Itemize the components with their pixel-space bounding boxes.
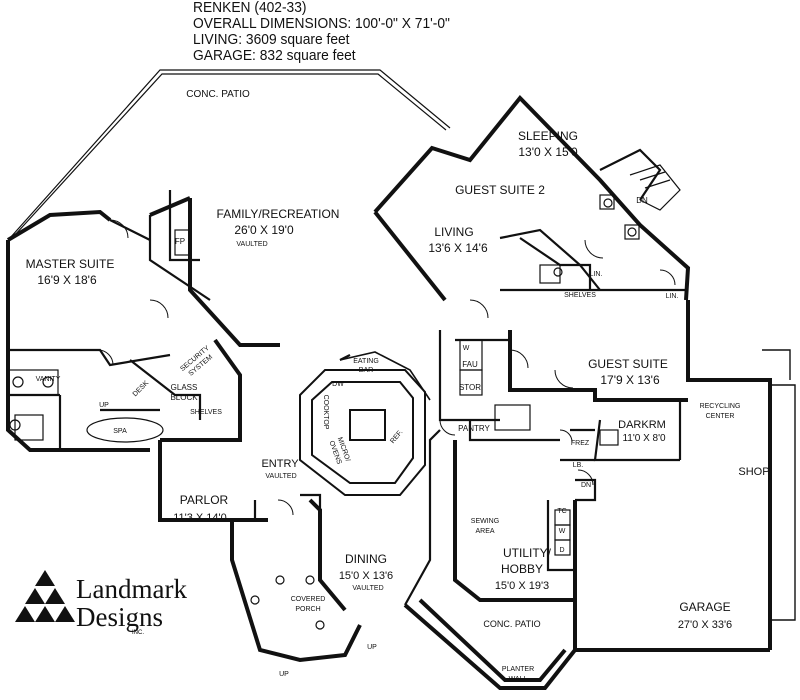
label-family-note: VAULTED (236, 241, 267, 248)
label-utility-2: HOBBY (501, 562, 543, 576)
label-guest-suite-dim: 17'9 X 13'6 (600, 373, 660, 387)
label-darkrm: DARKRM (618, 419, 666, 431)
label-up-porch: UP (367, 644, 377, 651)
label-lin-2: LIN. (666, 293, 679, 300)
label-glass-2: BLOCK (170, 393, 198, 402)
shop-garage-door (762, 349, 796, 621)
label-utility-1: UTILITY/ (503, 546, 552, 560)
label-sewing-1: SEWING (471, 518, 499, 525)
label-entry-note: VAULTED (265, 473, 296, 480)
label-guest-suite-2: GUEST SUITE 2 (455, 183, 545, 197)
label-up-bottom: UP (279, 671, 289, 678)
label-planter-2: WALL (509, 676, 528, 683)
label-w2: W (559, 528, 566, 535)
label-entry: ENTRY (261, 458, 299, 470)
label-fau: FAU (462, 360, 478, 369)
plan-title: RENKEN (402-33) (193, 0, 307, 16)
label-parlor: PARLOR (180, 493, 229, 507)
label-family-dim: 26'0 X 19'0 (234, 223, 294, 237)
label-conc-patio-top: CONC. PATIO (186, 89, 250, 100)
label-shop: SHOP (738, 466, 769, 478)
label-family: FAMILY/RECREATION (217, 207, 340, 221)
label-desk: DESK (132, 379, 151, 398)
eating-bar (339, 351, 431, 401)
label-sewing-2: AREA (475, 528, 494, 535)
label-stor: STOR (459, 383, 481, 392)
label-shelves-mid: SHELVES (190, 409, 222, 416)
desk-label-group: DESK (132, 379, 151, 398)
label-cooktop: COOKTOP (322, 395, 329, 430)
label-shelves-top: SHELVES (564, 292, 596, 299)
overall-dimensions: OVERALL DIMENSIONS: 100'-0" X 71'-0" (193, 15, 450, 32)
label-spa: SPA (113, 428, 127, 435)
logo-suffix: INC. (132, 630, 144, 636)
label-covered-1: COVERED (291, 596, 326, 603)
fixtures (7, 194, 640, 630)
interior-walls (8, 148, 688, 606)
living-area: LIVING: 3609 square feet (193, 31, 350, 48)
landmark-logo: Landmark Designs INC. (15, 570, 187, 636)
garage-area: GARAGE: 832 square feet (193, 47, 356, 64)
label-pantry: PANTRY (458, 424, 490, 433)
label-eating-1: EATING (353, 358, 379, 365)
label-darkrm-dim: 11'0 X 8'0 (622, 433, 666, 444)
logo-line1: Landmark (76, 574, 187, 604)
label-glass-1: GLASS (171, 383, 198, 392)
stair-down (629, 164, 681, 211)
label-living: LIVING (434, 225, 473, 239)
label-master: MASTER SUITE (26, 257, 115, 271)
label-conc-patio-bottom: CONC. PATIO (483, 619, 540, 629)
label-garage-dim: 27'0 X 33'6 (678, 619, 732, 631)
label-tc: TC (557, 508, 566, 515)
label-eating-2: BAR (359, 367, 373, 374)
ref-label-group: REF. (389, 429, 404, 445)
kitchen-counters (299, 369, 426, 496)
label-dn-top: DN (636, 196, 648, 205)
label-covered-2: PORCH (295, 606, 320, 613)
label-living-dim: 13'6 X 14'6 (428, 241, 488, 255)
label-lin-1: LIN. (590, 271, 603, 278)
label-utility-dim: 15'0 X 19'3 (495, 580, 549, 592)
label-parlor-dim: 11'3 X 14'0 (173, 512, 227, 524)
label-up-master: UP (99, 402, 109, 409)
label-master-dim: 16'9 X 18'6 (37, 273, 97, 287)
label-w: W (463, 345, 470, 352)
label-dining-dim: 15'0 X 13'6 (339, 570, 393, 582)
room-labels: CONC. PATIO SLEEPING 13'0 X 15'0 GUEST S… (26, 89, 770, 683)
security-system-label: SECURITY SYSTEM (179, 345, 214, 378)
label-ref: REF. (389, 429, 404, 445)
cooktop-label-group: COOKTOP (322, 395, 329, 430)
label-dn-garage: DN (581, 482, 591, 489)
label-lb: LB. (573, 462, 584, 469)
label-sleeping: SLEEPING (518, 129, 578, 143)
label-recycling-2: CENTER (706, 413, 735, 420)
label-frez: FREZ (571, 440, 590, 447)
logo-triangles (15, 570, 75, 622)
label-vanity: VANITY (36, 376, 61, 383)
label-fp: FP (175, 237, 185, 246)
label-dw: DW (332, 381, 344, 388)
label-sleeping-dim: 13'0 X 15'0 (518, 145, 578, 159)
door-swings (97, 219, 676, 516)
label-planter-1: PLANTER (502, 666, 534, 673)
label-guest-suite: GUEST SUITE (588, 357, 668, 371)
label-dining-note: VAULTED (352, 585, 383, 592)
micro-ovens-label-group: MICRO/ OVENS (327, 436, 351, 465)
logo-line2: Designs (76, 602, 163, 632)
label-garage: GARAGE (679, 600, 730, 614)
label-dining: DINING (345, 552, 387, 566)
label-recycling-1: RECYCLING (700, 403, 741, 410)
label-d: D (559, 547, 564, 554)
conc-patio-outline (9, 69, 451, 239)
